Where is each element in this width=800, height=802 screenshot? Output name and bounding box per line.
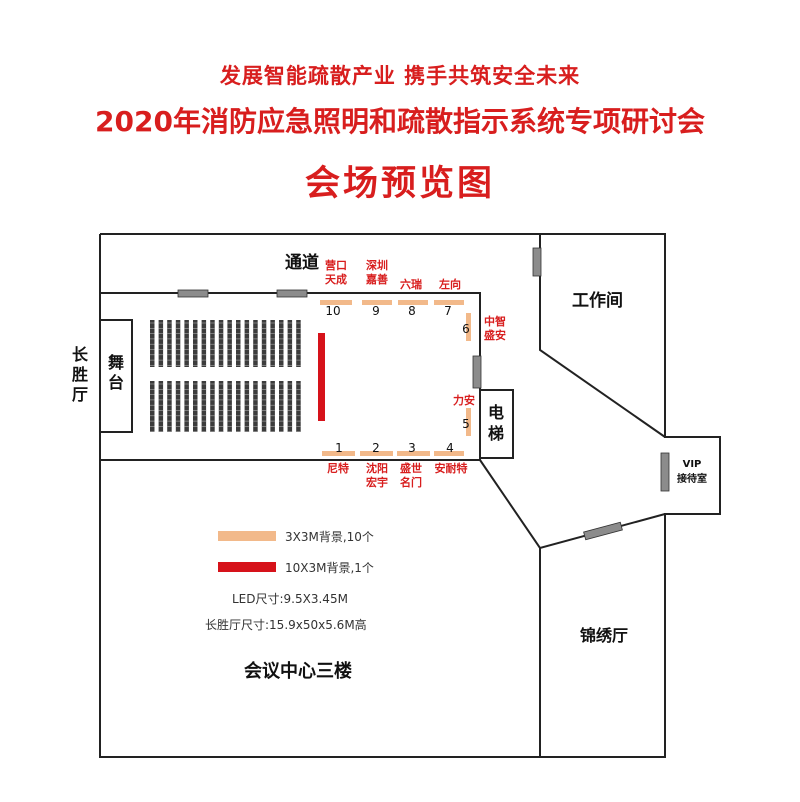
door: [583, 521, 623, 541]
audience-seating: [150, 320, 301, 433]
legend-label-small: 3X3M背景,10个: [285, 530, 374, 544]
booth-number: 8: [408, 304, 416, 318]
event-slogan: 发展智能疏散产业 携手共筑安全未来: [219, 64, 581, 88]
map-title: 会场预览图: [304, 164, 495, 204]
booth-backdrop-1: [322, 451, 355, 456]
door: [472, 355, 482, 389]
workroom-wall: [539, 234, 666, 438]
outer-wall: [99, 233, 721, 758]
booth-company-name: 安耐特: [435, 461, 468, 475]
booth-number: 3: [408, 441, 416, 455]
lower-corridor-wall: [479, 459, 666, 550]
elevator-box: [479, 389, 514, 459]
booth-labels: 10 营口天成 9 深圳嘉善 8 六瑞 7 左向 6 中智盛安 5 力安 1 尼特 2 沈阳宏宇 3 盛世名门 4 安…: [325, 258, 506, 489]
booth-number: 9: [372, 304, 380, 318]
booth-number: 5: [462, 417, 470, 431]
door: [532, 247, 542, 277]
booth-backdrop-8: [398, 300, 428, 305]
led-size-note: LED尺寸:9.5X3.45M: [232, 592, 348, 606]
booth-company-name: 左向: [438, 277, 461, 291]
booth-company-name: 沈阳宏宇: [366, 461, 388, 489]
booth-backdrop-9: [362, 300, 392, 305]
hall-wall: [99, 292, 481, 461]
booth-backdrop-10: [320, 300, 352, 305]
booth-backdrop-7: [434, 300, 464, 305]
booth-number: 1: [335, 441, 343, 455]
booth-backdrop-6: [466, 313, 471, 341]
booth-company-name: 营口天成: [325, 258, 347, 286]
hall-size-note: 长胜厅尺寸:15.9x50x5.6M高: [205, 617, 367, 632]
event-title: 2020年消防应急照明和疏散指示系统专项研讨会: [95, 105, 705, 138]
booth-number: 2: [372, 441, 380, 455]
door: [660, 452, 670, 492]
corridor-label: 通道: [285, 252, 319, 273]
booth-company-name: 中智盛安: [484, 314, 506, 342]
booth-number: 7: [444, 304, 452, 318]
booth-company-name: 尼特: [327, 461, 349, 475]
booth-company-name: 深圳嘉善: [365, 258, 388, 286]
jinxiu-label: 锦绣厅: [580, 626, 628, 645]
booth-company-name: 六瑞: [400, 277, 422, 291]
hall-label: 长胜厅: [72, 345, 89, 404]
legend-label-large: 10X3M背景,1个: [285, 561, 374, 575]
floor-label: 会议中心三楼: [244, 660, 352, 682]
booth-number: 10: [325, 304, 340, 318]
booth-backdrop-5: [466, 408, 471, 436]
workroom-label: 工作间: [572, 290, 623, 311]
booth-company-name: 盛世名门: [400, 461, 422, 489]
legend-swatch-small: [218, 531, 276, 541]
booth-backdrop-3: [397, 451, 430, 456]
booth-number: 4: [446, 441, 454, 455]
booth-backdrop-4: [434, 451, 464, 456]
booth-backdrop-2: [360, 451, 393, 456]
elevator-label: 电梯: [488, 403, 504, 443]
led-backdrop: [318, 333, 325, 421]
stage-label: 舞台: [108, 353, 124, 392]
booth-number: 6: [462, 322, 470, 336]
legend-swatch-large: [218, 562, 276, 572]
booth-company-name: 力安: [453, 393, 475, 407]
door: [177, 289, 209, 298]
door: [276, 289, 308, 298]
